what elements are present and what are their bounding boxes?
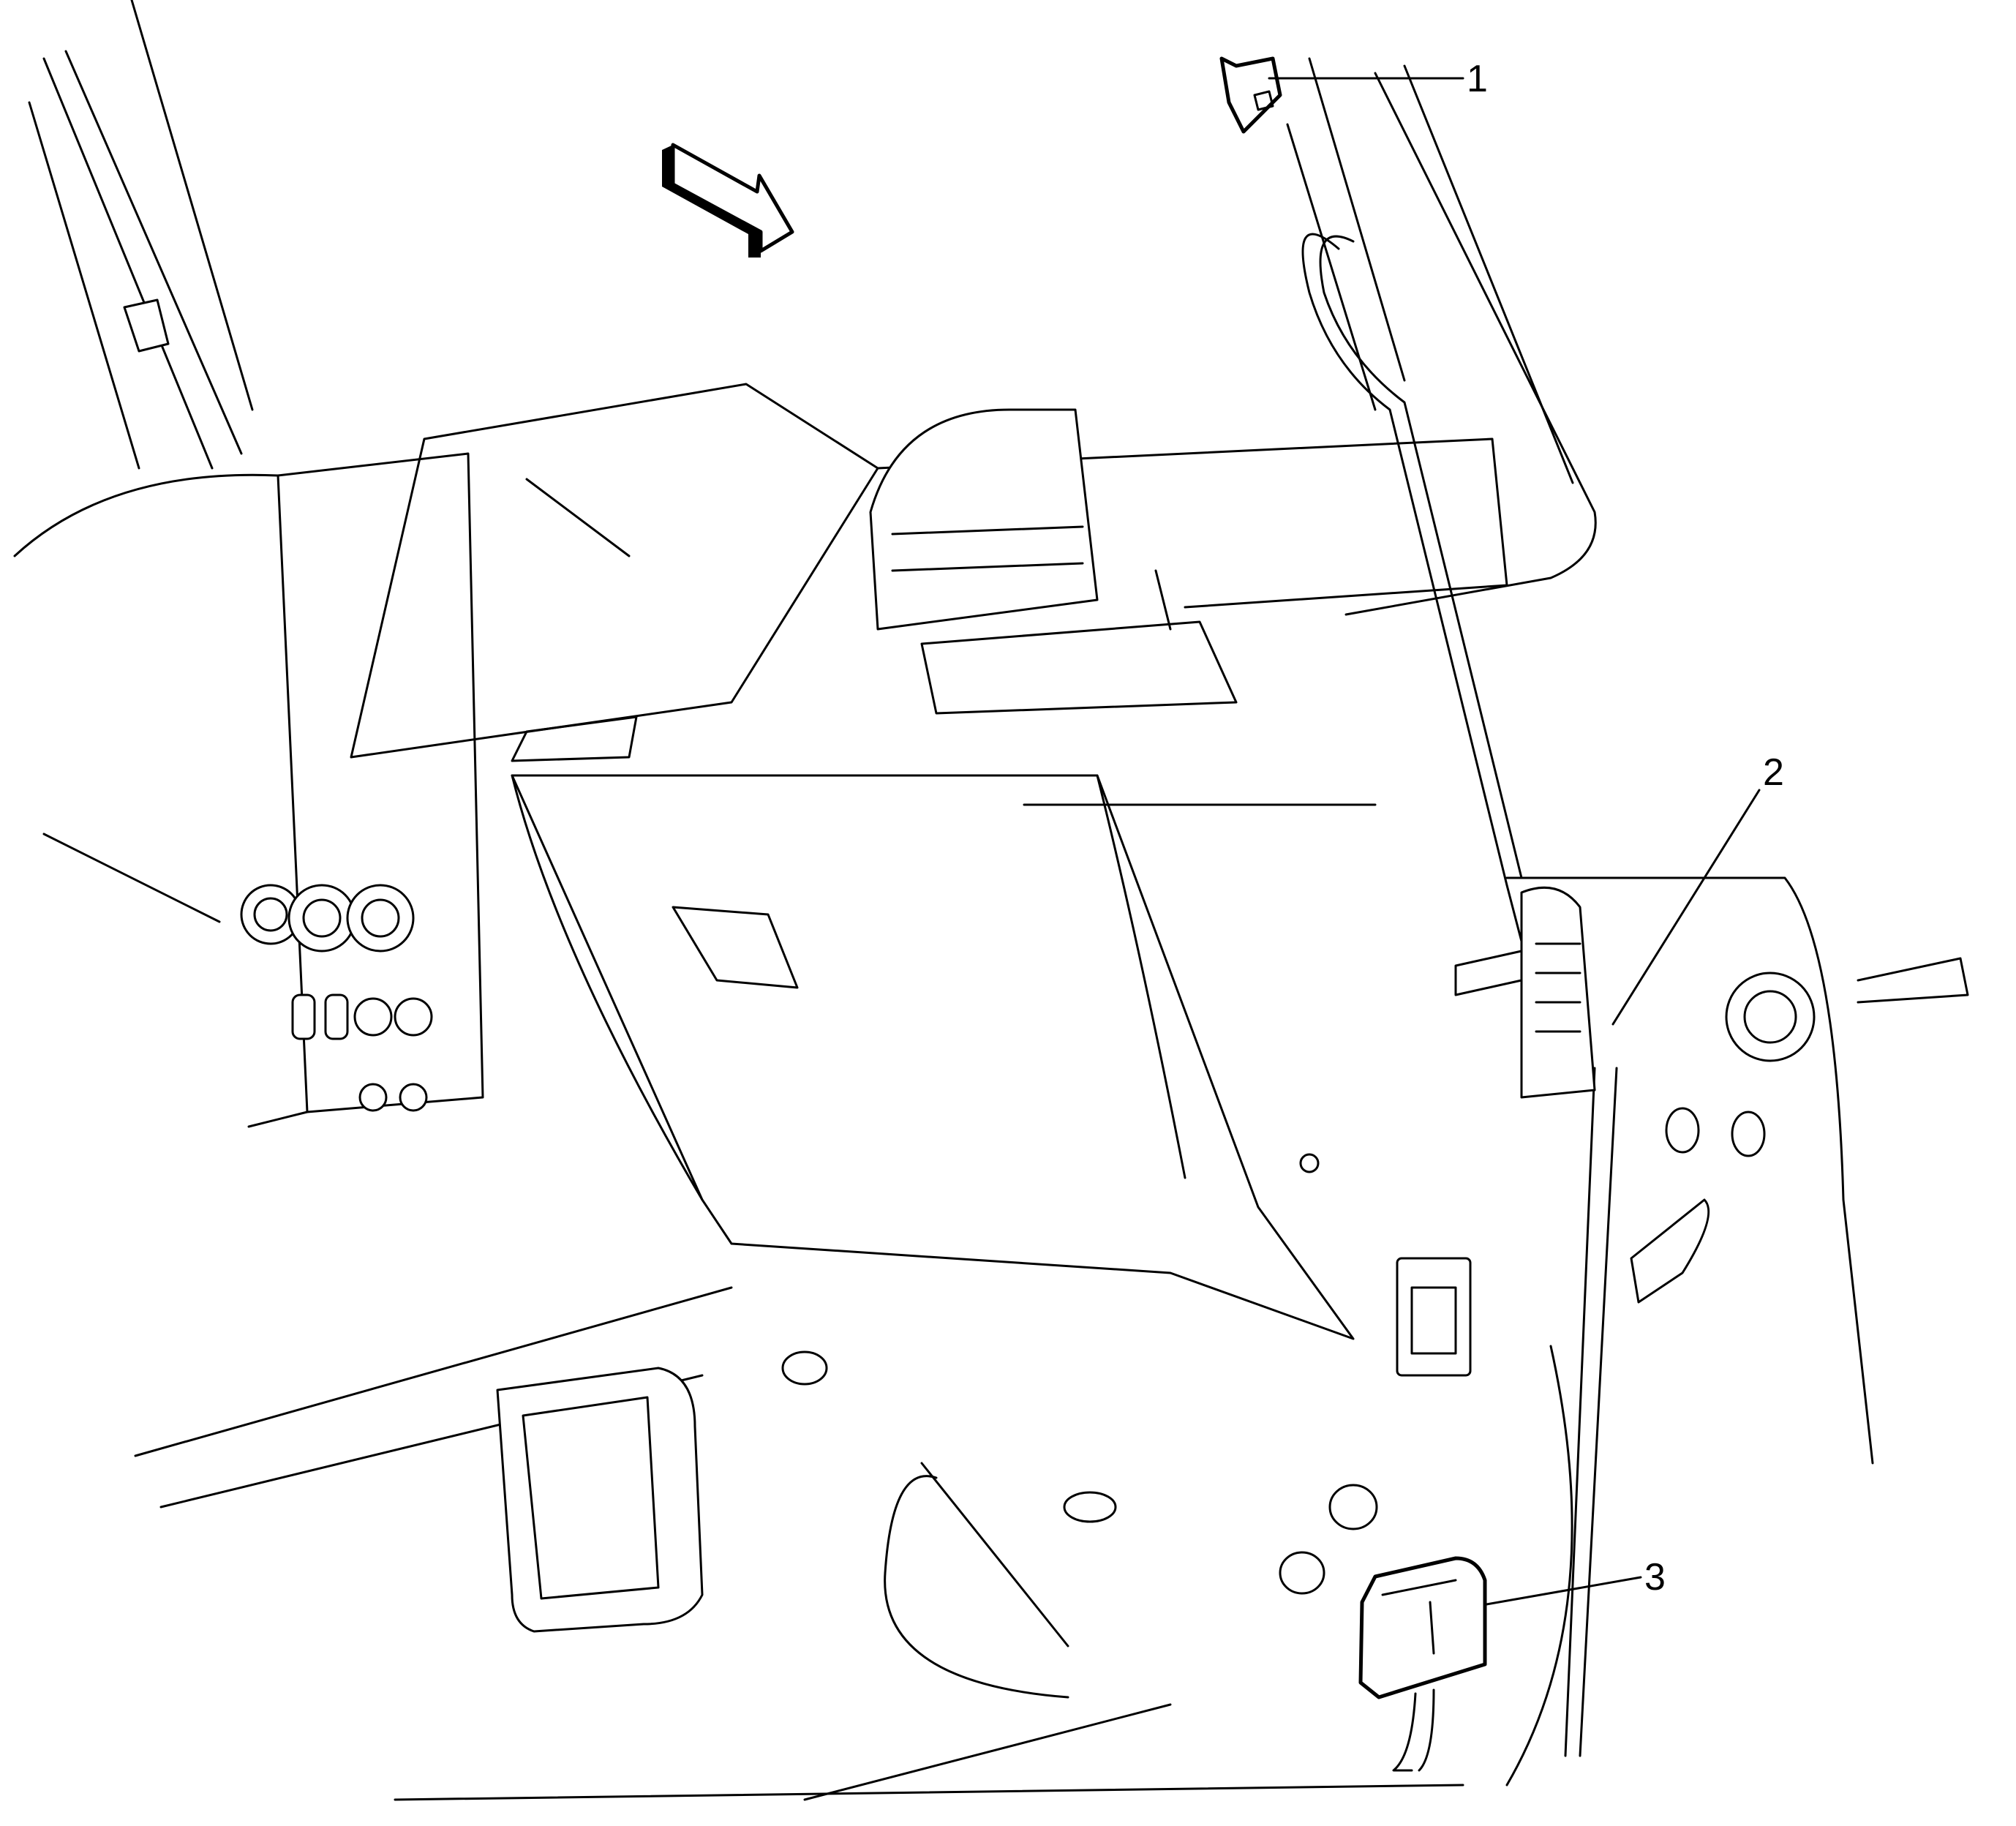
connector-2: [1454, 886, 1596, 1099]
connector-1: [1219, 56, 1282, 134]
floor-pan: [134, 1286, 1464, 1801]
leader-line-3: [1485, 1576, 1642, 1606]
callout-3: 3: [1644, 1556, 1666, 1598]
ip-lower-panel: [511, 774, 1377, 1340]
glove-box-door: [350, 383, 879, 762]
kick-panel: [1505, 876, 1969, 1786]
leader-line-2: [1611, 789, 1761, 1026]
harness-connector-mid: [1396, 1257, 1472, 1377]
callout-2: 2: [1763, 751, 1784, 794]
forward-direction-arrow: [662, 143, 794, 258]
callout-1: 1: [1467, 58, 1488, 100]
right-a-pillar: [1286, 57, 1597, 1055]
left-a-pillar: [28, 0, 254, 470]
callout-leaders: [1268, 77, 1761, 1606]
dash-upper: [869, 408, 1508, 715]
center-stack: [13, 452, 484, 1128]
connector-3: [1358, 1556, 1487, 1772]
